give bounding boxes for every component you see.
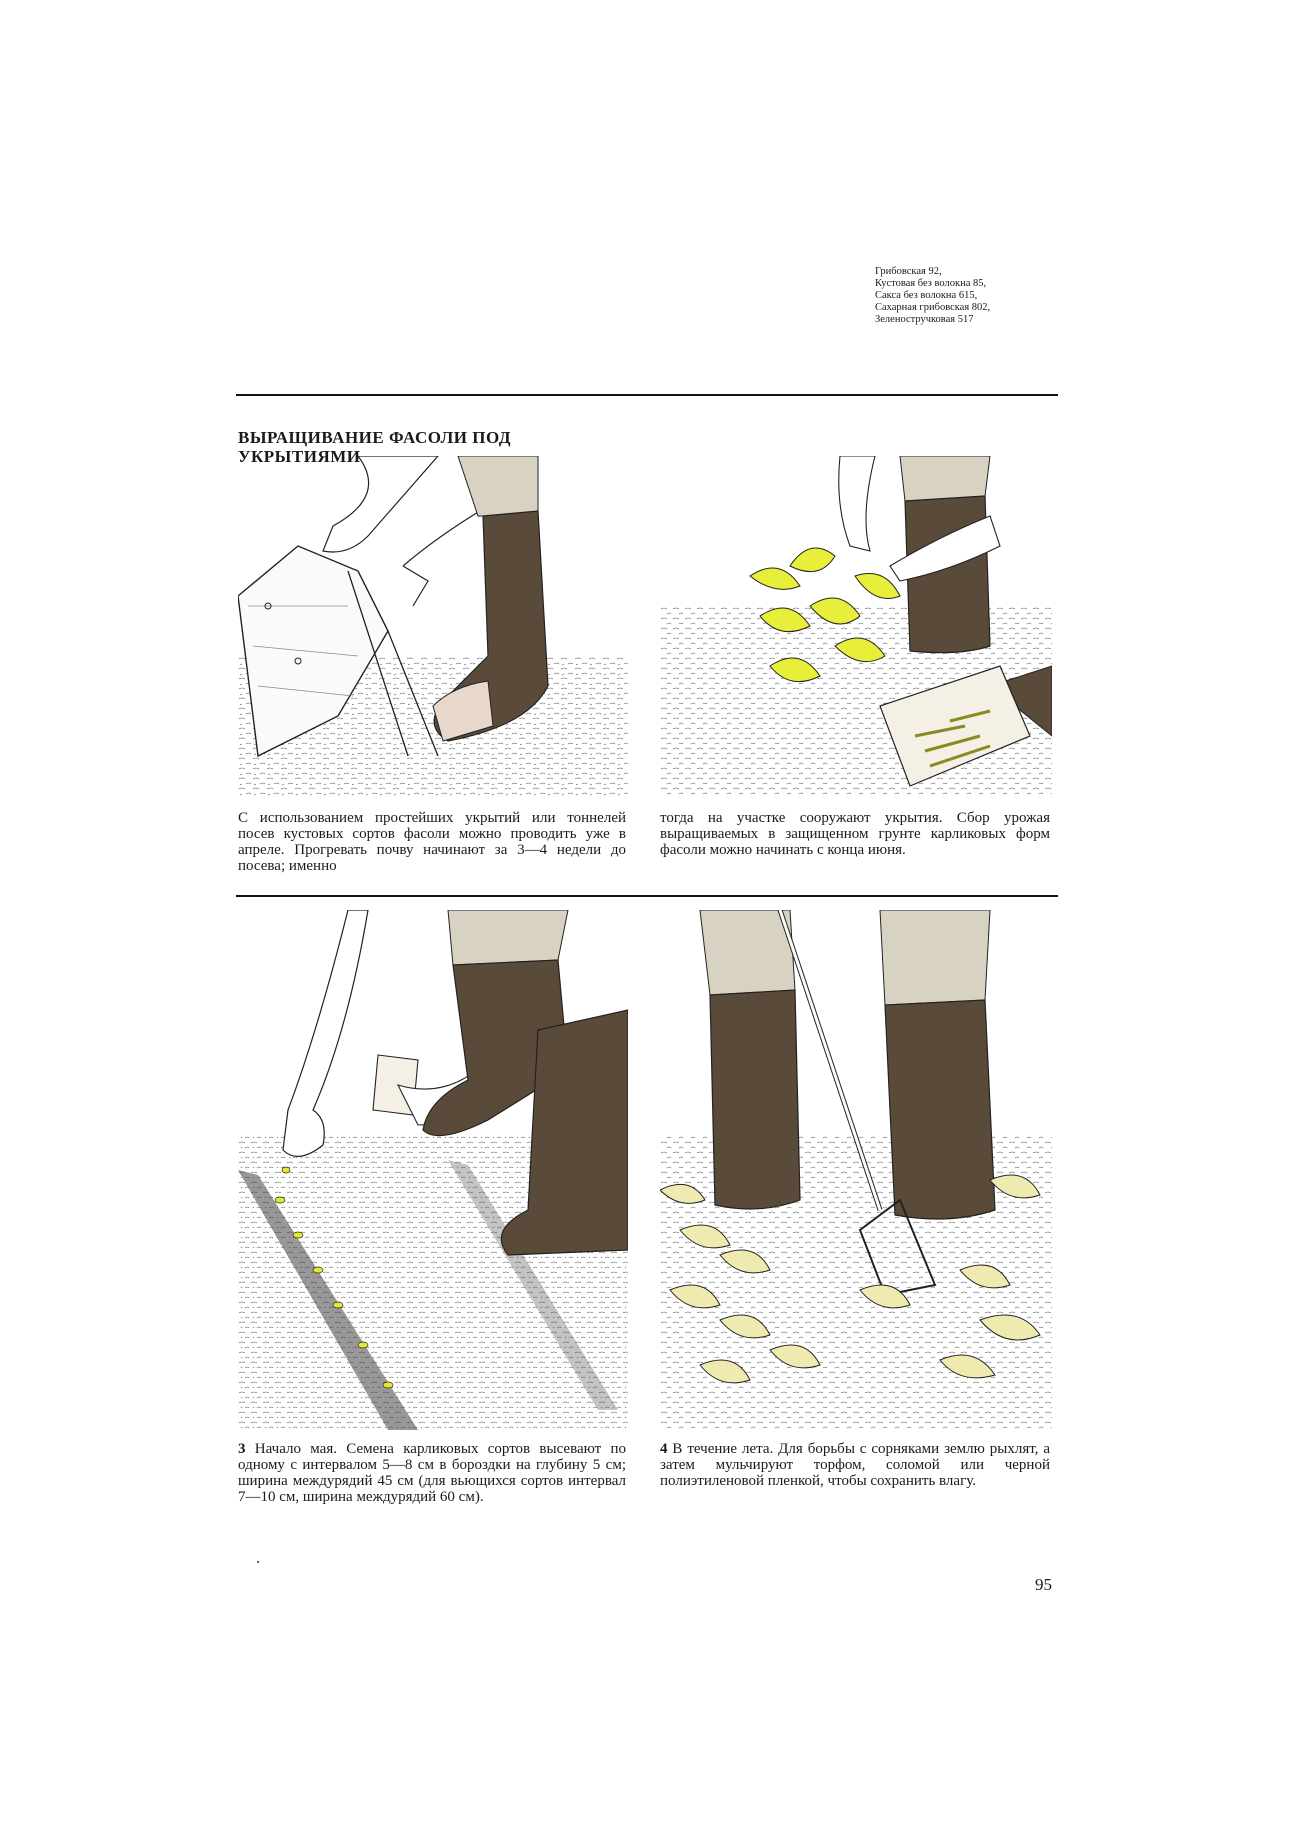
harvest-drawing [660, 456, 1052, 796]
middle-divider [236, 895, 1058, 897]
variety-item: Сахарная грибовская 802, [875, 302, 991, 313]
variety-list: Грибовская 92, Кустовая без волокна 85, … [875, 266, 1075, 326]
illustration-tunnel-setup [238, 456, 628, 796]
hoeing-drawing [660, 910, 1052, 1430]
paragraph-4: 4 В течение лета. Для борьбы с сорняками… [660, 1441, 1050, 1489]
speck [257, 1561, 259, 1563]
paragraph-4-text: В течение лета. Для борьбы с сорняками з… [660, 1441, 1050, 1489]
variety-item: Сакса без волокна 615, [875, 290, 978, 301]
illustration-harvest [660, 456, 1052, 796]
tunnel-drawing [238, 456, 628, 796]
variety-item: Грибовская 92, [875, 266, 942, 277]
top-divider [236, 394, 1058, 396]
page-number: 95 [1035, 1575, 1052, 1594]
variety-item: Кустовая без волокна 85, [875, 278, 987, 289]
step-number-3: 3 [238, 1441, 246, 1457]
illustration-sowing [238, 910, 628, 1430]
illustration-hoeing [660, 910, 1052, 1430]
paragraph-3-text: Начало мая. Семена карликовых сортов выс… [238, 1441, 626, 1505]
section-title: ВЫРАЩИВАНИЕ ФАСОЛИ ПОД УКРЫТИЯМИ [238, 428, 512, 466]
paragraph-3: 3 Начало мая. Семена карликовых сортов в… [238, 1441, 626, 1505]
paragraph-2: тогда на участке сооружают укрытия. Сбор… [660, 810, 1050, 858]
sowing-drawing [238, 910, 628, 1430]
variety-item: Зеленостручковая 517 [875, 314, 974, 325]
step-number-4: 4 [660, 1441, 668, 1457]
paragraph-1: С использованием простейших укрытий или … [238, 810, 626, 874]
